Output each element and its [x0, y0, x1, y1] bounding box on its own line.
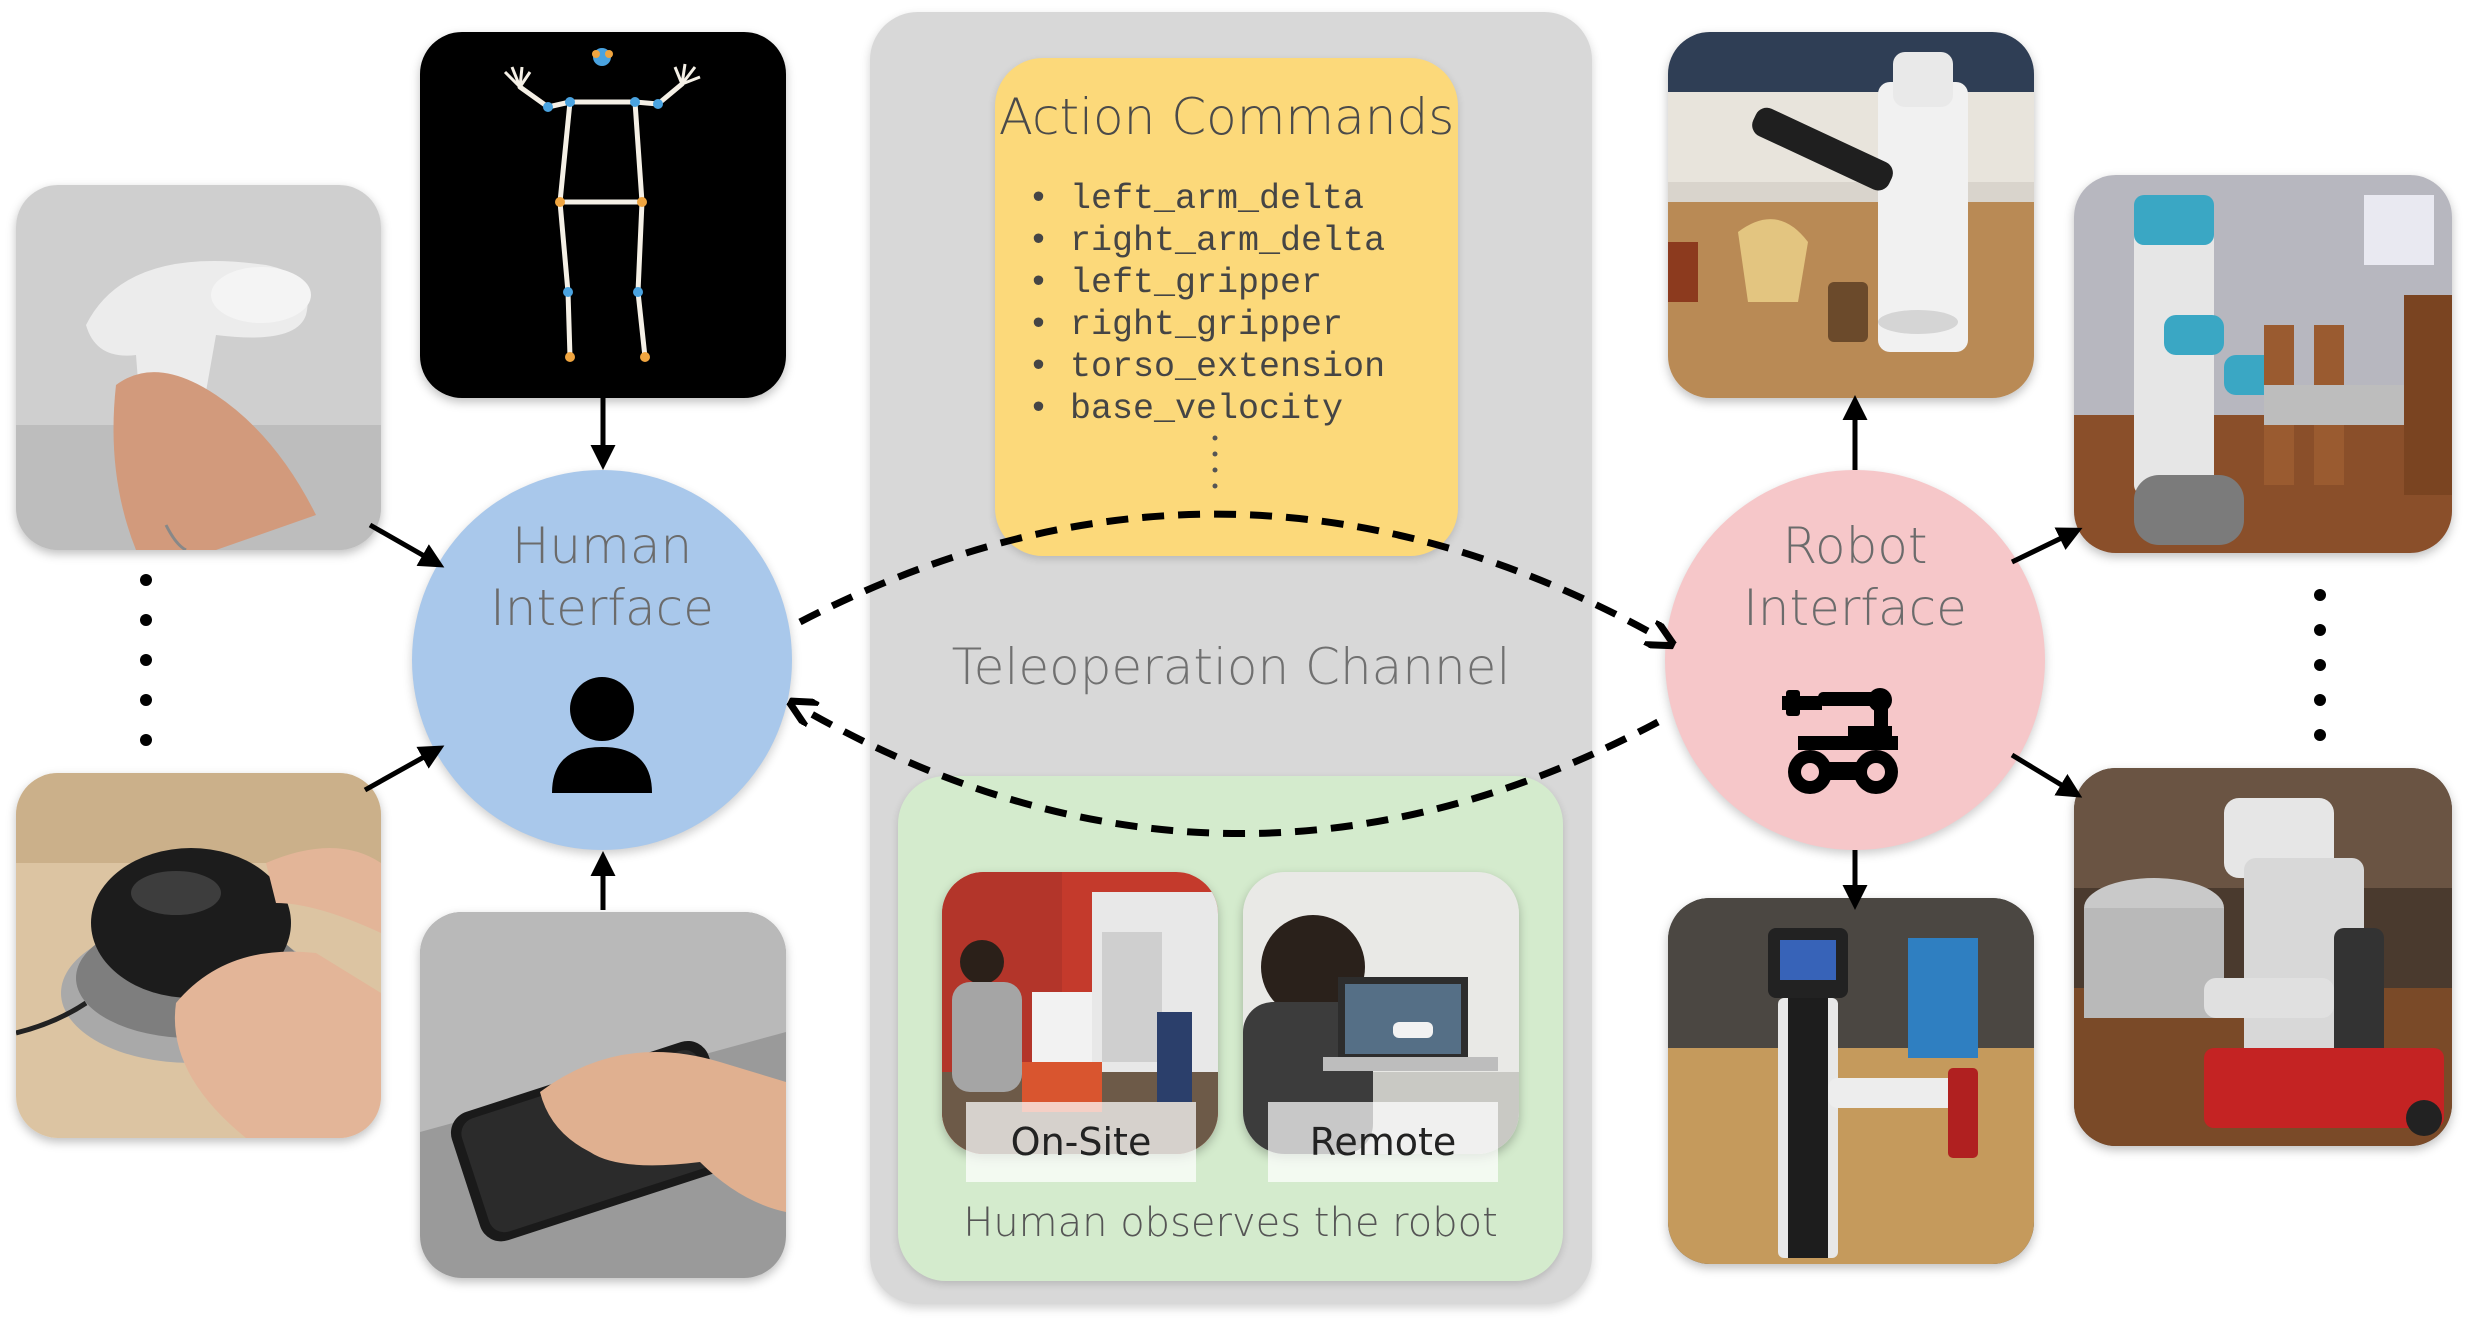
command-item: • base_velocity	[1028, 389, 1344, 429]
left-inputs-ellipsis	[140, 574, 152, 746]
action-commands-list: • left_arm_delta • right_arm_delta • lef…	[1028, 178, 1385, 430]
observation-caption: Human observes the robot	[963, 1200, 1498, 1246]
robot-interface-label: Robot Interface	[1665, 515, 2045, 639]
robot-label-line2: Interface	[1743, 579, 1967, 637]
simulated-robot-photo-1	[2074, 175, 2452, 553]
arrow-robot-to-sim1	[2010, 527, 2083, 565]
teleoperation-channel-label: Teleoperation Channel	[951, 638, 1511, 696]
action-commands-box	[995, 58, 1458, 556]
remote-label: Remote	[1268, 1102, 1498, 1182]
dashed-arrow-robot-to-human	[808, 712, 1660, 838]
arrow-spacemouse-to-human	[363, 745, 445, 793]
simulated-robot-photo-2	[2074, 768, 2452, 1146]
command-item: • left_gripper	[1028, 263, 1323, 303]
pose-skeleton-photo	[420, 32, 786, 398]
commands-ellipsis	[1212, 435, 1218, 489]
arrow-robot-to-sim2	[2010, 752, 2083, 798]
robot-icon	[1782, 688, 1898, 794]
robot-label-line1: Robot	[1782, 517, 1928, 575]
robot-interface-node	[1665, 470, 2045, 850]
human-label-line2: Interface	[490, 579, 714, 637]
smartphone-photo	[420, 912, 786, 1278]
command-item: • left_arm_delta	[1028, 179, 1365, 219]
dashed-arrow-human-to-robot	[798, 510, 1655, 635]
action-commands-title: Action Commands	[998, 88, 1455, 146]
spacemouse-photo	[16, 773, 381, 1138]
command-item: • torso_extension	[1028, 347, 1386, 387]
right-robots-ellipsis	[2314, 589, 2326, 741]
real-robot-photo	[1668, 898, 2034, 1264]
human-interface-label: Human Interface	[412, 515, 792, 639]
command-item: • right_gripper	[1028, 305, 1344, 345]
human-label-line1: Human	[511, 517, 693, 575]
command-item: • right_arm_delta	[1028, 221, 1386, 261]
vr-controller-photo	[16, 185, 381, 550]
tiago-kitchen-photo	[1668, 32, 2034, 398]
on-site-label: On-Site	[966, 1102, 1196, 1182]
arrow-vr-to-human	[368, 522, 445, 568]
person-icon	[552, 677, 652, 793]
